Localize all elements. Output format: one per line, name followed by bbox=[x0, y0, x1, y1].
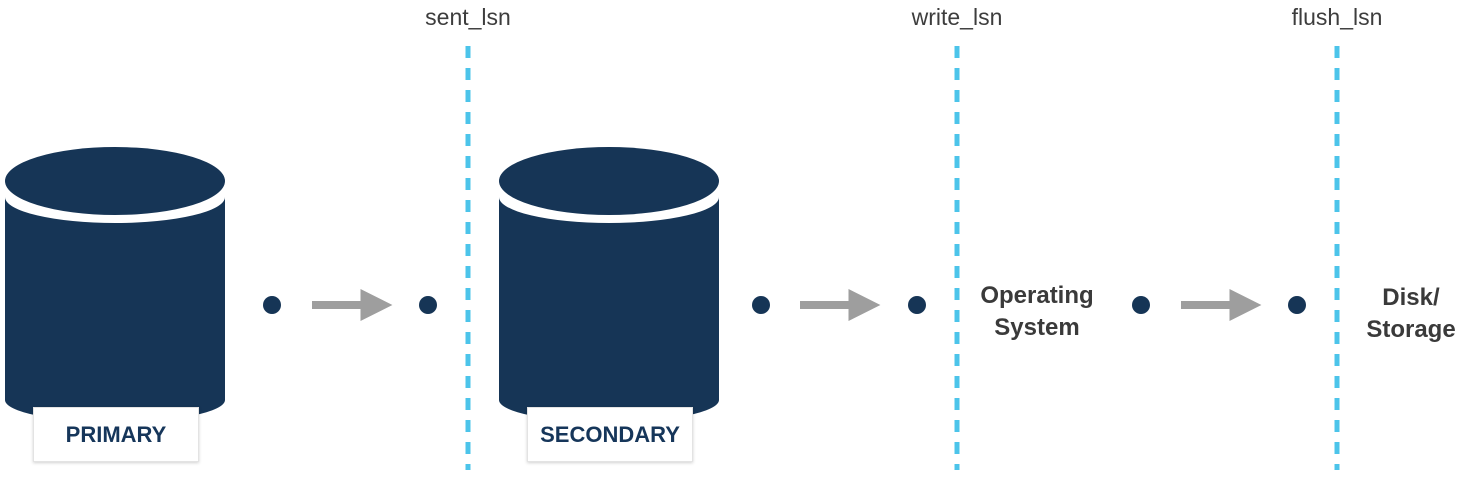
flow-dot bbox=[908, 296, 926, 314]
secondary-database-icon bbox=[499, 147, 719, 422]
flow-dot bbox=[752, 296, 770, 314]
flow-dot bbox=[419, 296, 437, 314]
flow-dot bbox=[1132, 296, 1150, 314]
flow-dot bbox=[1288, 296, 1306, 314]
sent-lsn-label: sent_lsn bbox=[425, 4, 511, 30]
write-lsn-label: write_lsn bbox=[911, 4, 1003, 30]
operating-system-label: Operating System bbox=[980, 282, 1094, 341]
flush-lsn-label: flush_lsn bbox=[1291, 4, 1383, 30]
primary-label: PRIMARY bbox=[33, 407, 199, 462]
secondary-label: SECONDARY bbox=[527, 407, 693, 462]
disk-storage-label: Disk/ Storage bbox=[1366, 284, 1456, 343]
primary-database-icon bbox=[5, 147, 225, 422]
flow-dot bbox=[263, 296, 281, 314]
